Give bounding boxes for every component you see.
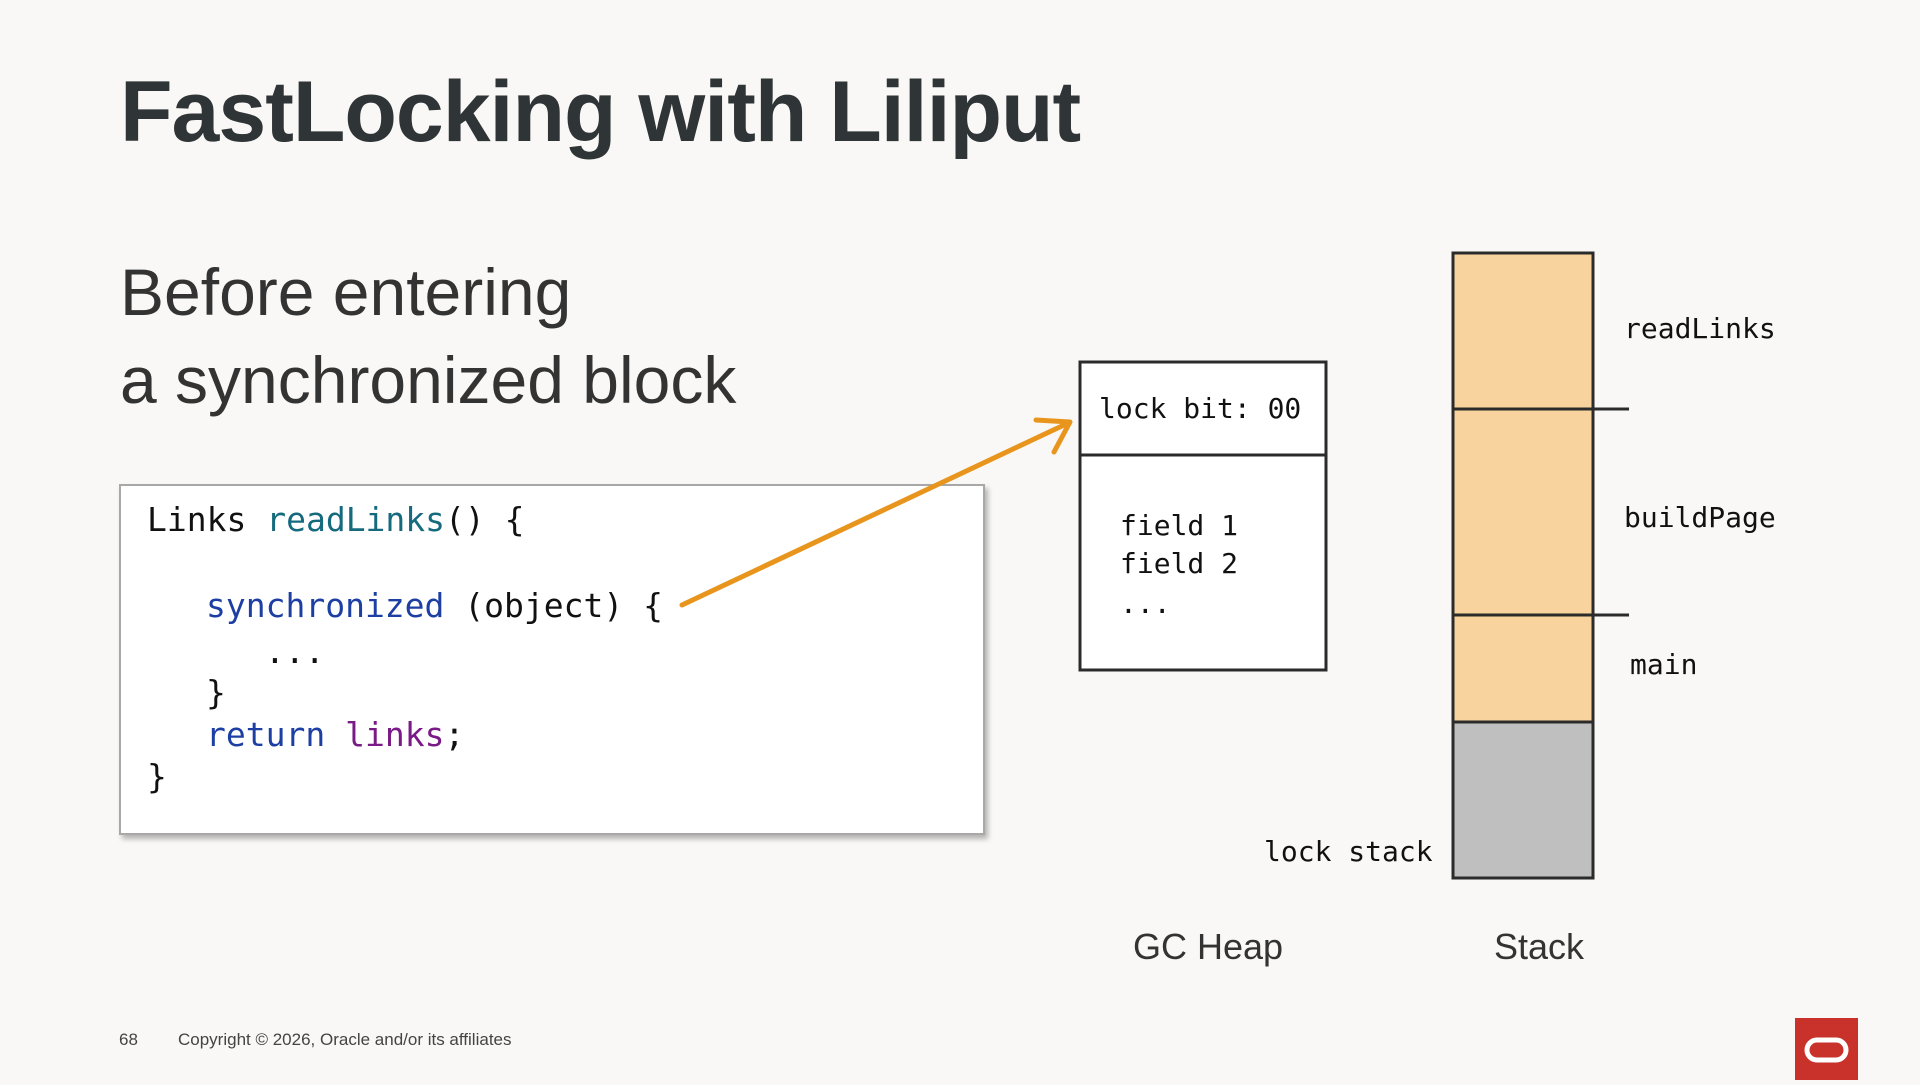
gc-heap-caption: GC Heap <box>1133 926 1284 967</box>
slide-title: FastLocking with Liliput <box>120 64 1081 160</box>
heap-object-box <box>1078 360 1328 672</box>
code-keyword-synchronized: synchronized <box>206 586 445 625</box>
lock-stack-area <box>1451 720 1595 880</box>
code-line-2: synchronized (object) { <box>206 586 663 626</box>
code-text: (object) { <box>464 586 663 625</box>
stack-frame-main <box>1451 613 1595 724</box>
code-type: Links <box>147 500 247 539</box>
page-number: 68 <box>119 1030 138 1049</box>
heap-field-2: field 2 <box>1120 547 1239 580</box>
code-snippet-box: Links readLinks() { synchronized (object… <box>119 484 985 835</box>
stack-frame-readlinks <box>1451 251 1595 411</box>
heap-field-1: field 1 <box>1120 509 1239 542</box>
lock-arrow-head <box>1033 417 1073 455</box>
oracle-logo <box>1795 1018 1858 1080</box>
stack-frame-buildpage <box>1451 407 1595 617</box>
code-text: ; <box>444 715 465 754</box>
code-line-3: ... <box>265 632 325 671</box>
lock-arrow-line <box>679 422 1067 608</box>
code-text: () { <box>445 500 525 539</box>
subtitle-line-2: a synchronized block <box>120 343 737 417</box>
lock-stack-label: lock stack <box>1264 835 1433 868</box>
copyright-text: Copyright © 2026, Oracle and/or its affi… <box>178 1030 512 1049</box>
lock-bit-label: lock bit: 00 <box>1099 392 1302 425</box>
code-line-1: Links readLinks() { <box>147 500 525 540</box>
code-line-4: } <box>206 673 226 712</box>
code-line-6: } <box>147 757 167 796</box>
code-keyword-return: return <box>206 715 326 754</box>
frame-label-main: main <box>1630 648 1698 681</box>
stack-caption: Stack <box>1494 926 1585 967</box>
code-line-5: return links; <box>206 715 464 755</box>
subtitle-line-1: Before entering <box>120 255 572 329</box>
frame-label-buildpage: buildPage <box>1624 501 1776 534</box>
frame-label-readlinks: readLinks <box>1624 312 1776 345</box>
heap-field-ellipsis: ... <box>1120 587 1171 620</box>
code-variable: links <box>345 715 445 754</box>
oracle-logo-icon <box>1804 1037 1849 1063</box>
code-method-name: readLinks <box>266 500 446 539</box>
